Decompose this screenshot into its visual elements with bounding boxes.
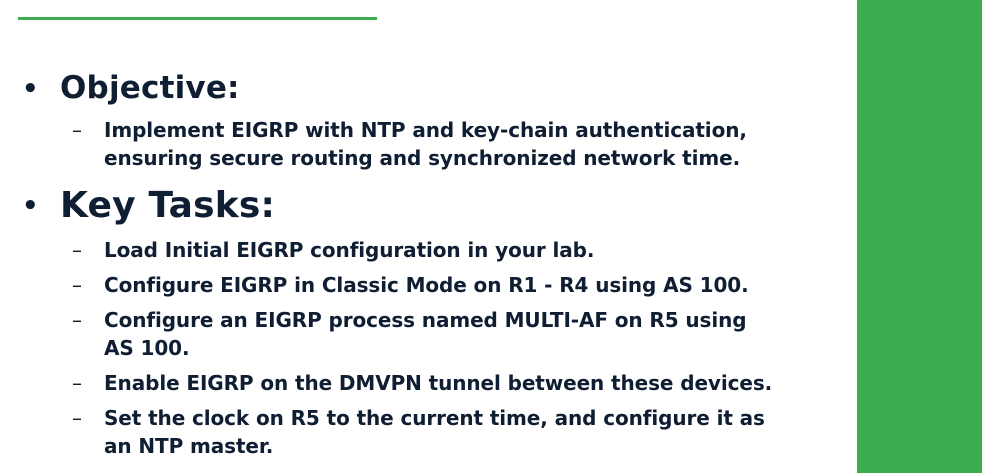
slide-content: • Objective: – Implement EIGRP with NTP … (22, 70, 844, 460)
bullet-dot-icon: • (22, 191, 39, 221)
dash-icon: – (72, 406, 82, 430)
objective-heading: Objective: (60, 70, 240, 106)
objective-text-line2: ensuring secure routing and synchronized… (104, 146, 741, 170)
task-text-line1: Configure an EIGRP process named MULTI-A… (104, 308, 747, 332)
task-text-line1: Load Initial EIGRP configuration in your… (104, 238, 595, 262)
task-text-line2: an NTP master. (104, 434, 274, 458)
task-text: Set the clock on R5 to the current time,… (104, 404, 844, 460)
task-text-line1: Enable EIGRP on the DMVPN tunnel between… (104, 371, 773, 395)
dash-icon: – (72, 238, 82, 262)
dash-icon: – (72, 273, 82, 297)
task-text: Load Initial EIGRP configuration in your… (104, 236, 844, 264)
side-accent-panel (857, 0, 982, 473)
objective-text-line1: Implement EIGRP with NTP and key-chain a… (104, 118, 747, 142)
task-text: Enable EIGRP on the DMVPN tunnel between… (104, 369, 844, 397)
top-accent-rule (18, 17, 377, 20)
task-text-line1: Configure EIGRP in Classic Mode on R1 - … (104, 273, 749, 297)
task-text: Configure EIGRP in Classic Mode on R1 - … (104, 271, 844, 299)
dash-icon: – (72, 308, 82, 332)
task-text: Configure an EIGRP process named MULTI-A… (104, 306, 844, 362)
task-text-line2: AS 100. (104, 336, 190, 360)
task-text-line1: Set the clock on R5 to the current time,… (104, 406, 765, 430)
bullet-dot-icon: • (22, 74, 39, 104)
dash-icon: – (72, 118, 82, 142)
key-tasks-heading: Key Tasks: (60, 185, 276, 226)
dash-icon: – (72, 371, 82, 395)
objective-text: Implement EIGRP with NTP and key-chain a… (104, 116, 844, 172)
